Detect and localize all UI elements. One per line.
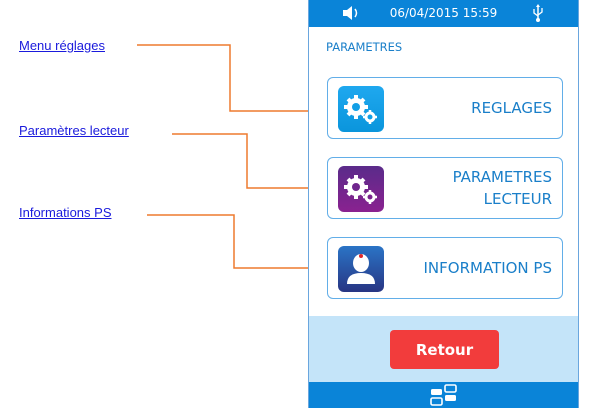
footer-area: Retour <box>309 316 578 382</box>
menu-button-label: REGLAGES <box>471 99 552 117</box>
connector-line-parametres <box>172 133 312 189</box>
status-datetime: 06/04/2015 15:59 <box>389 6 498 20</box>
apps-icon[interactable] <box>430 384 458 410</box>
gears-icon <box>338 166 384 212</box>
user-icon <box>338 246 384 292</box>
menu-button-reglages[interactable]: REGLAGES <box>327 77 563 139</box>
connector-line-reglages <box>137 44 312 112</box>
connector-line-information <box>147 214 312 269</box>
menu-button-information-ps[interactable]: INFORMATION PS <box>327 237 563 299</box>
annotation-informations-ps[interactable]: Informations PS <box>19 205 112 220</box>
speaker-icon[interactable] <box>342 5 362 25</box>
device-screen: 06/04/2015 15:59 PARAMETRES REGLAGES PAR… <box>308 0 579 408</box>
bottom-bar <box>309 382 578 408</box>
gears-icon <box>338 86 384 132</box>
status-bar: 06/04/2015 15:59 <box>309 0 578 27</box>
back-button[interactable]: Retour <box>390 330 499 369</box>
annotation-menu-reglages[interactable]: Menu réglages <box>19 38 105 53</box>
annotation-parametres-lecteur[interactable]: Paramètres lecteur <box>19 123 129 138</box>
menu-button-label: INFORMATION PS <box>423 259 553 277</box>
page-title: PARAMETRES <box>326 40 403 54</box>
usb-icon <box>532 4 544 27</box>
